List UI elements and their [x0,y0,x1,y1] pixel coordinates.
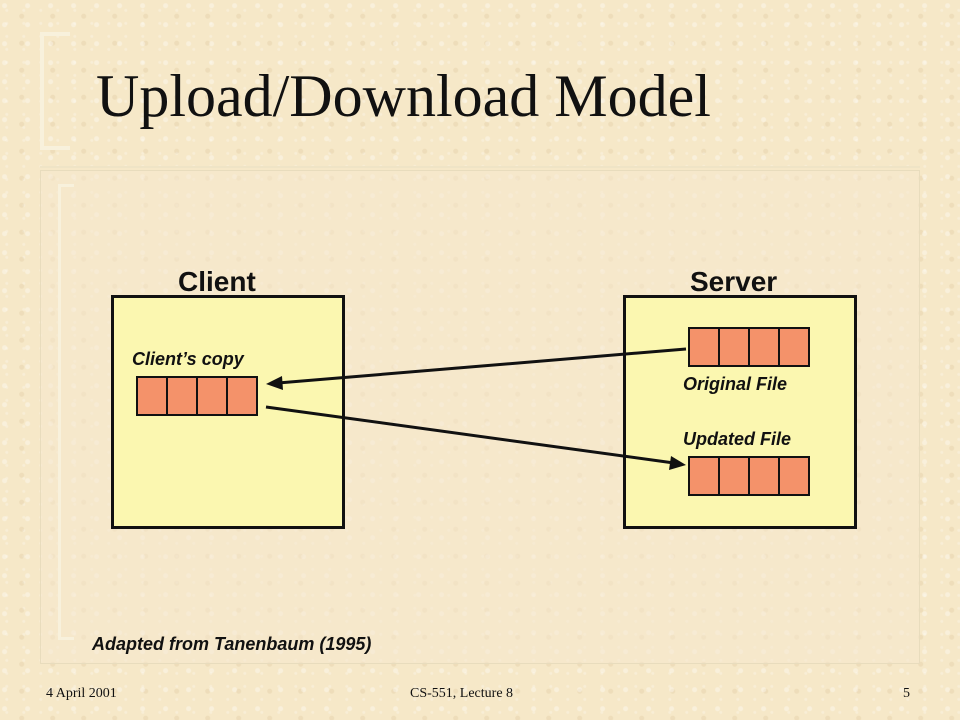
file-block [166,376,198,416]
file-block [136,376,168,416]
file-block [778,456,810,496]
client-file-copy [136,376,258,416]
file-block [718,327,750,367]
file-block [748,327,780,367]
file-block [688,456,720,496]
file-block [718,456,750,496]
slide-title: Upload/Download Model [96,63,711,129]
file-block [748,456,780,496]
footer-course: CS-551, Lecture 8 [410,686,514,701]
server-heading: Server [690,266,778,297]
file-block [226,376,258,416]
file-block [688,327,720,367]
content-bracket [58,184,74,640]
page-number: 5 [903,686,910,701]
title-divider [40,166,920,168]
file-block [778,327,810,367]
original-file-label: Original File [683,374,788,394]
updated-file-label: Updated File [683,429,792,449]
server-updated-file [688,456,810,496]
client-heading: Client [178,266,256,297]
server-original-file [688,327,810,367]
title-bracket [40,32,70,150]
file-block [196,376,228,416]
client-copy-label: Client’s copy [132,349,244,369]
footer-date: 4 April 2001 [46,686,117,701]
source-credit: Adapted from Tanenbaum (1995) [92,634,372,654]
